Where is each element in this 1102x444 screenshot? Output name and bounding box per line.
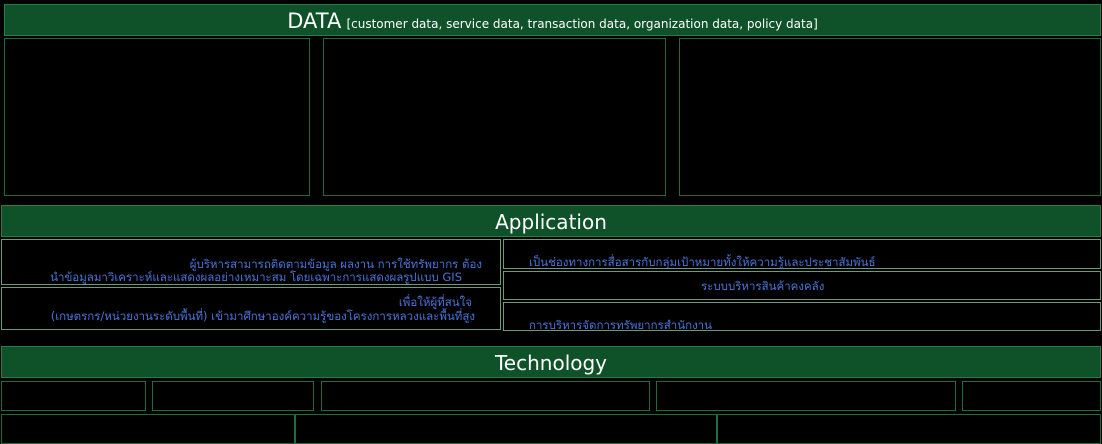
application-box-executive-dashboard: ผู้บริหารสามารถติดตามข้อมูล ผลงาน การใช้… (1, 239, 501, 285)
data-box-3 (679, 38, 1101, 196)
application-box-1-line-1: ผู้บริหารสามารถติดตามข้อมูล ผลงาน การใช้… (189, 257, 482, 271)
technology-box-2 (152, 381, 314, 411)
application-title: Application (495, 210, 607, 234)
data-box-2 (323, 38, 666, 196)
data-subtitle: [customer data, service data, transactio… (346, 17, 818, 31)
application-box-5-text: การบริหารจัดการทรัพยากรสำนักงาน (529, 318, 713, 332)
application-box-2-line-2: (เกษตรกร/หน่วยงานระดับพื้นที่) เข้ามาศึก… (50, 309, 475, 323)
application-box-4-text: ระบบบริหารสินค้าคงคลัง (701, 279, 825, 293)
application-box-inventory: ระบบบริหารสินค้าคงคลัง (503, 271, 1101, 300)
technology-box-1 (1, 381, 146, 411)
application-box-office-resources: การบริหารจัดการทรัพยากรสำนักงาน (503, 302, 1101, 332)
technology-box-7 (295, 414, 717, 444)
technology-box-3 (321, 381, 650, 411)
technology-box-4 (656, 381, 956, 411)
technology-header-band: Technology (1, 346, 1101, 378)
application-box-3-text: เป็นช่องทางการสื่อสารกับกลุ่มเป้าหมายทั้… (529, 255, 876, 269)
application-header-band: Application (1, 205, 1101, 237)
technology-title: Technology (494, 351, 608, 375)
application-box-knowledge-portal: เพื่อให้ผู้ที่สนใจ (เกษตรกร/หน่วยงานระดั… (1, 287, 501, 330)
application-box-communication: เป็นช่องทางการสื่อสารกับกลุ่มเป้าหมายทั้… (503, 239, 1101, 269)
technology-box-5 (962, 381, 1101, 411)
data-title: DATA (287, 9, 342, 33)
data-box-1 (4, 38, 310, 196)
data-header-band: DATA [customer data, service data, trans… (4, 4, 1101, 36)
application-box-2-line-1: เพื่อให้ผู้ที่สนใจ (398, 295, 472, 309)
technology-box-8 (717, 414, 1101, 444)
application-box-1-line-2: นำข้อมูลมาวิเคราะห์และแสดงผลอย่างเหมาะสม… (50, 270, 462, 284)
technology-box-6 (1, 414, 295, 444)
